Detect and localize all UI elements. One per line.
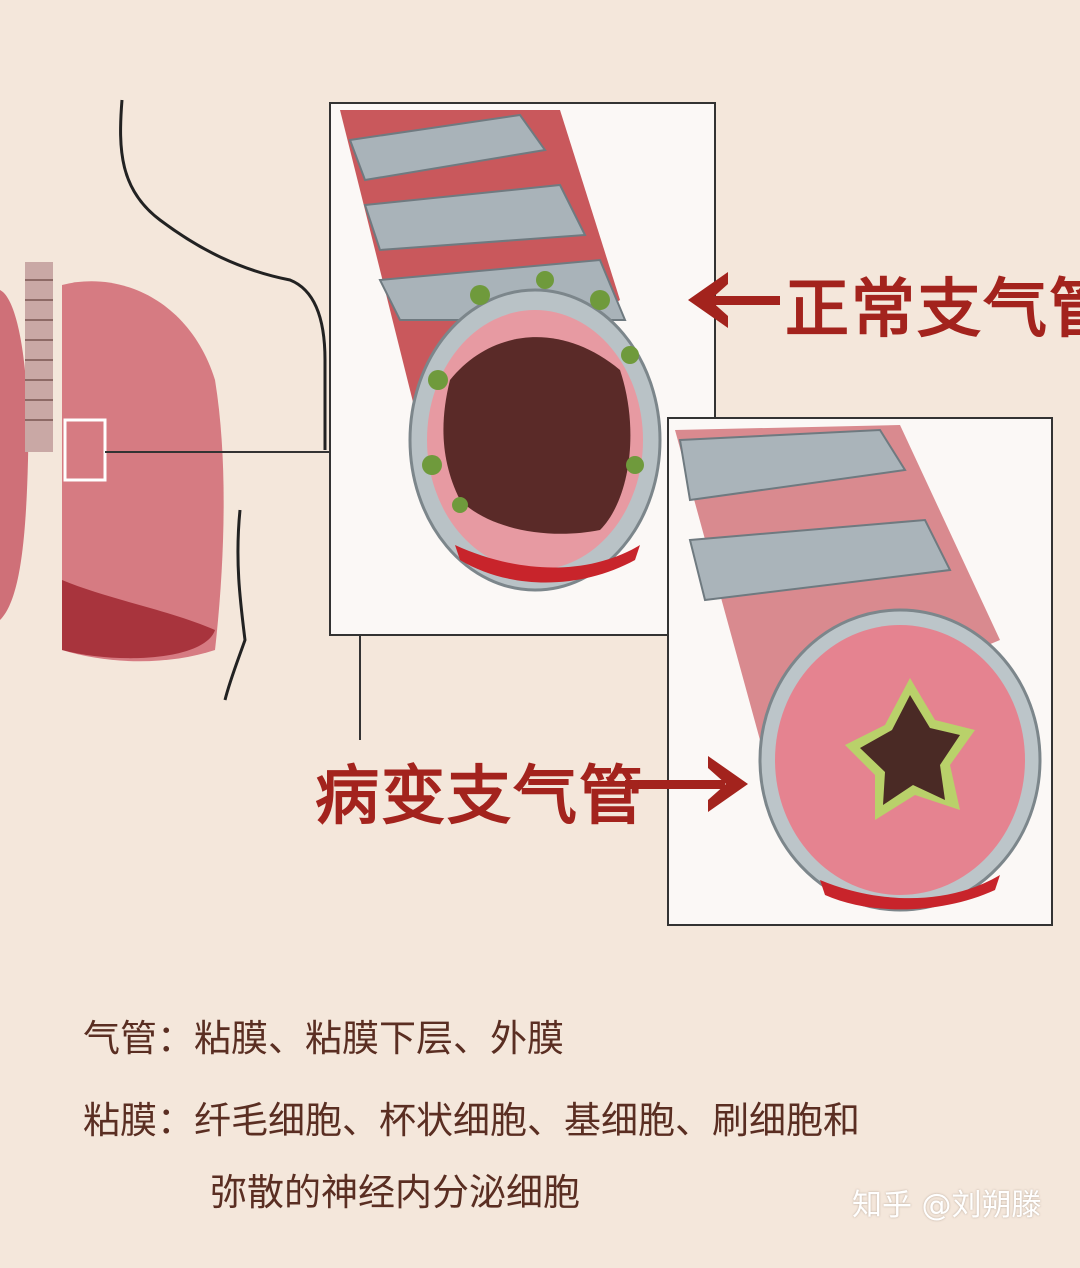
description-term: 气管： bbox=[83, 1017, 194, 1060]
description-text: 纤毛细胞、杯状细胞、基细胞、刷细胞和 bbox=[194, 1099, 860, 1142]
lung-illustration bbox=[0, 262, 361, 740]
description-text: 粘膜、粘膜下层、外膜 bbox=[194, 1017, 564, 1060]
description-term: 粘膜： bbox=[83, 1099, 194, 1142]
description-line-2: 粘膜：纤毛细胞、杯状细胞、基细胞、刷细胞和 bbox=[83, 1090, 860, 1144]
diseased-bronchus-label: 病变支气管 bbox=[315, 759, 645, 834]
watermark: 知乎 @刘朔滕 bbox=[852, 1188, 1042, 1223]
body-outline bbox=[119, 99, 327, 701]
arrow-to-diseased-icon bbox=[625, 756, 748, 812]
arrow-to-normal-icon bbox=[688, 272, 780, 328]
normal-bronchus-panel bbox=[329, 102, 716, 636]
diseased-bronchus-panel bbox=[667, 417, 1053, 926]
description-text: 弥散的神经内分泌细胞 bbox=[210, 1171, 580, 1214]
description-line-3: 弥散的神经内分泌细胞 bbox=[210, 1162, 580, 1216]
description-line-1: 气管：粘膜、粘膜下层、外膜 bbox=[83, 1008, 564, 1062]
normal-bronchus-label: 正常支气管 bbox=[785, 272, 1080, 347]
